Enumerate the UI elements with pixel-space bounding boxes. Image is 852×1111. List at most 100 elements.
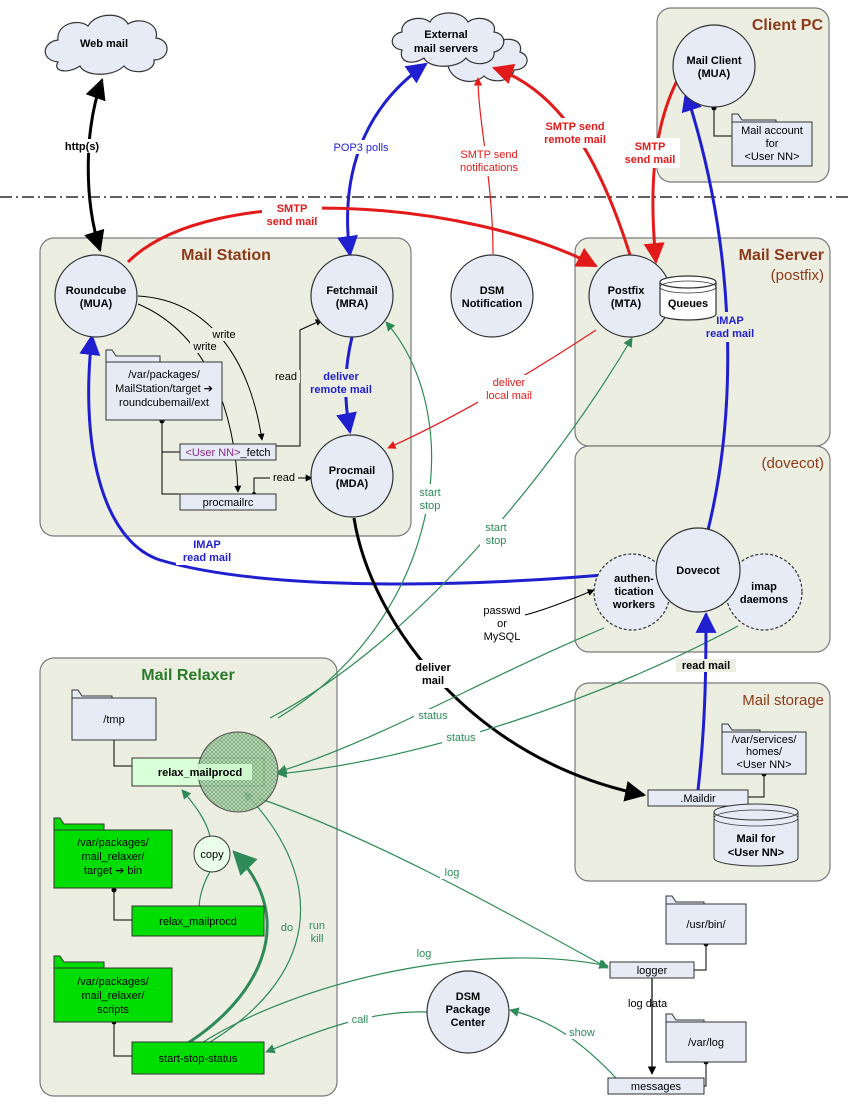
folder-var-log: /var/log [665, 1013, 747, 1063]
edge-log-sss [199, 957, 609, 1045]
db-label-mail-for-user: <User NN> [728, 847, 784, 859]
node-label-dsm-notification-1: DSM [480, 285, 504, 297]
file-messages: messages [607, 1077, 705, 1095]
folder-label-homes-user: <User NN> [736, 759, 791, 771]
process-label-relax-mailprocd: relax_mailprocd [158, 767, 242, 779]
edge-label-smtp-rc-1: SMTP [277, 203, 308, 215]
edge-label-passwd-2: or [497, 618, 507, 630]
edge-label-smtp-notif-2: notifications [460, 162, 519, 174]
edge-label-start-stop-1b: stop [420, 500, 441, 512]
node-label-postfix: Postfix [608, 285, 646, 297]
edge-label-deliver-local-1: deliver [493, 377, 526, 389]
cloud-label-web-mail: Web mail [80, 38, 128, 50]
node-postfix: Postfix (MTA) [588, 254, 672, 338]
folder-tmp: /tmp [71, 689, 157, 741]
edge-label-status-2: status [446, 732, 476, 744]
cloud-web-mail: Web mail [44, 14, 168, 75]
folder-label-account-1: Mail account [741, 125, 803, 137]
edge-label-imap-rc-1: IMAP [193, 539, 221, 551]
edge-label-deliver-mail-2: mail [422, 675, 444, 687]
edge-label-start-stop-2a: start [485, 522, 506, 534]
cloud-label-external-2: mail servers [414, 43, 478, 55]
file-label-maildir: .Maildir [680, 793, 716, 805]
node-label-dsm-notification-2: Notification [462, 298, 523, 310]
process-relax-mailprocd: relax_mailprocd [131, 731, 279, 813]
file-label-start-stop-status: start-stop-status [159, 1053, 238, 1065]
db-label-mail-for: Mail for [736, 833, 776, 845]
edge-label-start-stop-2b: stop [486, 535, 507, 547]
node-label-imap-1: imap [751, 581, 777, 593]
node-label-auth-3: workers [612, 599, 655, 611]
node-dovecot: Dovecot [655, 527, 741, 613]
edge-label-log-data: log data [628, 998, 668, 1010]
node-fetchmail: Fetchmail (MRA) [310, 254, 394, 338]
file-label-user-fetch: <User NN>_fetch [186, 447, 271, 459]
node-label-mail-client-role: (MUA) [698, 68, 731, 80]
folder-label-homes-1: /var/services/ [732, 734, 798, 746]
node-label-fetchmail-role: (MRA) [336, 298, 369, 310]
edge-label-read-2: read [273, 472, 295, 484]
group-title-mail-relaxer: Mail Relaxer [141, 667, 234, 684]
edge-copy-to [181, 789, 211, 837]
file-relax-mailprocd-bin: relax_mailprocd [131, 905, 265, 937]
folder-relaxer-target: /var/packages/ mail_relaxer/ target ➔ bi… [53, 817, 173, 889]
node-mail-client: Mail Client (MUA) [672, 24, 756, 108]
folder-usr-bin: /usr/bin/ [665, 895, 747, 945]
node-label-mail-client: Mail Client [686, 55, 741, 67]
node-copy: copy [193, 835, 231, 873]
file-label-logger: logger [637, 965, 668, 977]
node-dsm-notification: DSM Notification [450, 254, 534, 338]
node-imap-daemons: imap daemons [725, 553, 803, 631]
cloud-external-mail-servers: External mail servers [391, 12, 528, 83]
file-label-messages: messages [631, 1081, 682, 1093]
queues-database-icon: Queues [659, 275, 717, 321]
edge-smtp-roundcube [126, 206, 598, 268]
edge-log-relax [257, 797, 609, 969]
edge-label-deliver-local-2: local mail [486, 390, 532, 402]
file-label-user-fetch-user: <User NN> [186, 447, 241, 459]
edge-show [509, 1007, 617, 1079]
edge-label-passwd-3: MySQL [484, 631, 521, 643]
folder-label-usr-bin: /usr/bin/ [686, 919, 726, 931]
file-user-fetch: <User NN>_fetch [179, 443, 277, 461]
edge-label-smtp-remote-2: remote mail [544, 134, 606, 146]
node-label-postfix-role: (MTA) [611, 298, 642, 310]
node-label-procmail: Procmail [329, 465, 375, 477]
group-title-client-pc: Client PC [752, 17, 824, 34]
folder-mail-account: Mail account for <User NN> [731, 113, 813, 167]
node-label-dsm-pc-2: Package [446, 1004, 491, 1016]
edge-status-imap [277, 625, 739, 778]
group-subtitle-dovecot: (dovecot) [761, 455, 824, 472]
edge-label-read-1: read [275, 371, 297, 383]
folder-label-account-2: for [766, 138, 779, 150]
file-logger: logger [609, 961, 695, 979]
edge-label-do: do [281, 922, 293, 934]
folder-label-rs-2: mail_relaxer/ [82, 990, 146, 1002]
edge-label-status-1: status [418, 710, 448, 722]
edge-label-pop3: POP3 polls [333, 142, 389, 154]
folder-label-rt-1: /var/packages/ [77, 837, 149, 849]
edge-passwd [524, 589, 595, 616]
edge-label-imap-client-2: read mail [706, 328, 754, 340]
file-procmailrc: procmailrc [179, 493, 277, 511]
file-start-stop-status: start-stop-status [131, 1041, 265, 1075]
edge-status-auth [277, 627, 605, 774]
edge-label-smtp-rc-2: send mail [267, 216, 318, 228]
group-title-mail-server: Mail Server [739, 247, 824, 264]
edge-label-run: run [309, 920, 325, 932]
node-dsm-package-center: DSM Package Center [426, 970, 510, 1054]
file-label-user-fetch-suffix: _fetch [240, 447, 271, 459]
folder-label-rs-3: scripts [97, 1004, 129, 1016]
folder-label-tmp: /tmp [103, 714, 124, 726]
edge-label-smtp-remote-1: SMTP send [545, 121, 604, 133]
node-label-imap-2: daemons [740, 594, 788, 606]
node-roundcube: Roundcube (MUA) [54, 254, 138, 338]
folder-label-rt-2: mail_relaxer/ [82, 851, 146, 863]
edge-read-mail [695, 611, 717, 791]
node-label-auth-2: tication [614, 586, 653, 598]
edge-label-log-1: log [445, 867, 460, 879]
folder-mailstation-target: /var/packages/ MailStation/target ➔ roun… [105, 349, 223, 421]
folder-label-rt-3: target ➔ bin [84, 865, 142, 877]
folder-homes: /var/services/ homes/ <User NN> [721, 723, 807, 775]
edge-label-smtp-notif-1: SMTP send [460, 149, 517, 161]
